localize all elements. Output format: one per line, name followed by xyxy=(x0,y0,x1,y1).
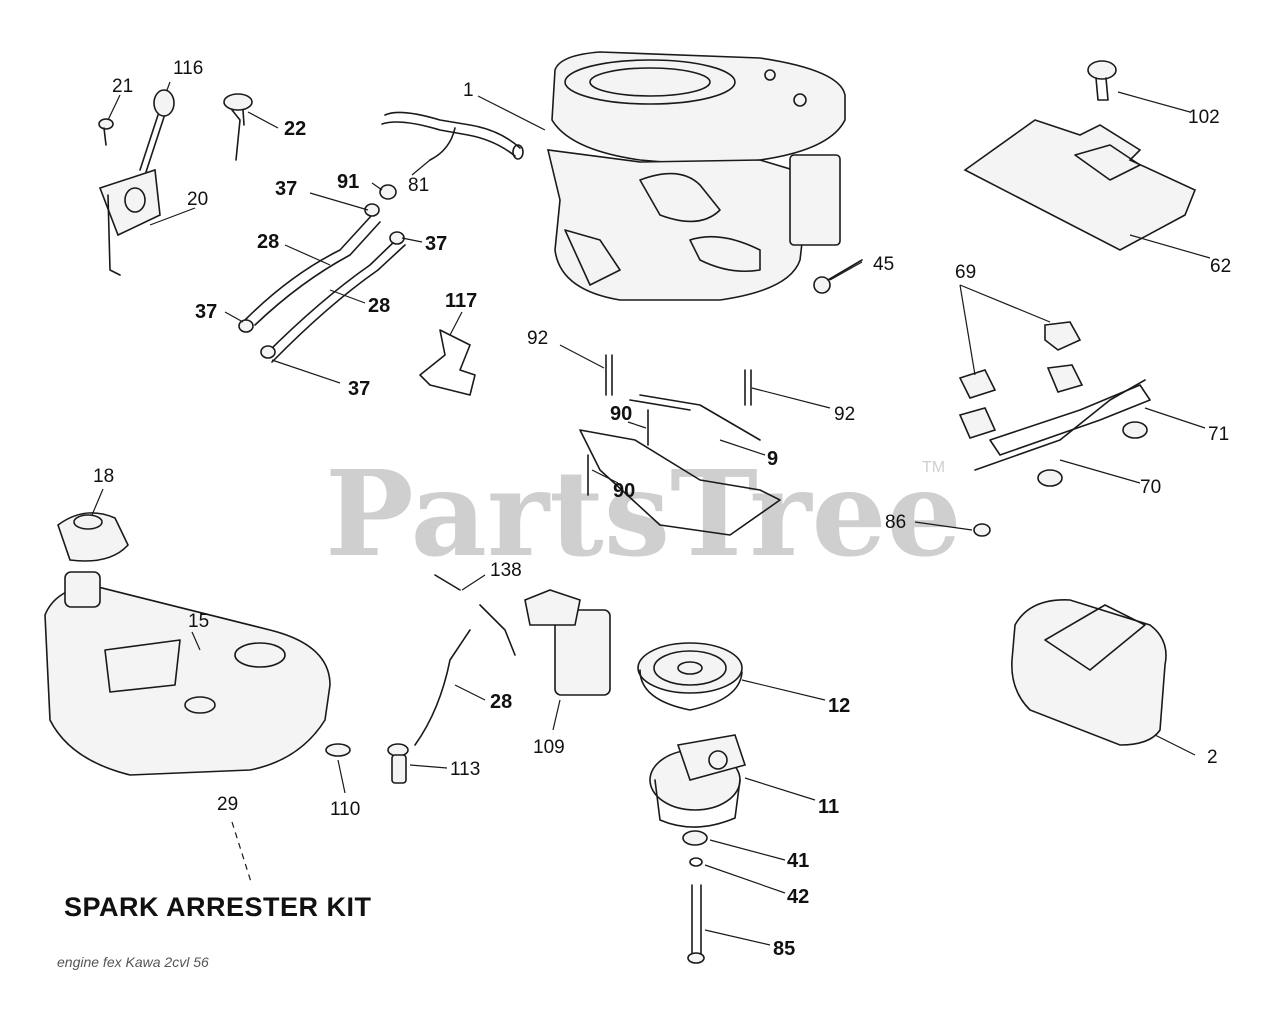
callout-109: 109 xyxy=(533,737,565,758)
hose-28-upper-part[interactable] xyxy=(244,214,381,326)
callout-102: 102 xyxy=(1188,107,1220,128)
callout-86: 86 xyxy=(885,512,906,533)
callout-2: 2 xyxy=(1207,747,1218,768)
bolt-90-parts[interactable] xyxy=(587,409,649,496)
arm-71-part[interactable] xyxy=(989,384,1151,456)
callout-91: 91 xyxy=(337,171,359,193)
callout-138: 138 xyxy=(490,560,522,581)
callout-62: 62 xyxy=(1210,256,1231,277)
callout-70: 70 xyxy=(1140,477,1161,498)
callout-9: 9 xyxy=(767,448,778,470)
callout-11: 11 xyxy=(818,796,839,818)
callout-92-right: 92 xyxy=(834,404,855,425)
callout-22: 22 xyxy=(284,118,306,140)
callout-28-upper: 28 xyxy=(257,231,279,253)
callout-90-upper: 90 xyxy=(610,403,632,425)
callout-90-lower: 90 xyxy=(613,480,635,502)
callout-37-a: 37 xyxy=(275,178,297,200)
watermark-tm: TM xyxy=(922,459,945,476)
washer-41-part[interactable] xyxy=(682,830,708,846)
clutch-11-part[interactable] xyxy=(649,734,747,828)
fitting-110-part[interactable] xyxy=(325,743,351,757)
bracket-9-part[interactable] xyxy=(579,394,781,536)
callout-37-c: 37 xyxy=(195,301,217,323)
bracket-138-part[interactable] xyxy=(434,574,516,656)
callout-116: 116 xyxy=(173,58,203,79)
callout-113: 113 xyxy=(450,759,480,780)
bushing-69-parts[interactable] xyxy=(958,321,1084,439)
spark-arrester-kit-title: SPARK ARRESTER KIT xyxy=(64,892,372,922)
callout-28-middle: 28 xyxy=(490,691,512,713)
screw-102-part[interactable] xyxy=(1087,60,1117,101)
callout-12: 12 xyxy=(828,695,850,717)
sensor-45-part[interactable] xyxy=(813,259,863,294)
callout-42: 42 xyxy=(787,886,809,908)
callout-81: 81 xyxy=(408,175,429,196)
callout-110: 110 xyxy=(330,799,360,820)
callout-117: 117 xyxy=(445,290,477,312)
engine-footnote: engine fex Kawa 2cvl 56 xyxy=(57,954,209,970)
callout-1: 1 xyxy=(463,80,474,101)
callout-37-b: 37 xyxy=(425,233,447,255)
engine-part[interactable] xyxy=(546,51,846,301)
callout-29: 29 xyxy=(217,794,238,815)
callout-92-left: 92 xyxy=(527,328,548,349)
callout-41: 41 xyxy=(787,850,809,872)
bracket-117-part[interactable] xyxy=(419,329,476,396)
bracket-20-part[interactable] xyxy=(98,168,161,276)
clamp-37-parts[interactable] xyxy=(238,203,405,359)
callout-45: 45 xyxy=(873,254,894,275)
knob-116-part[interactable] xyxy=(139,89,175,173)
callout-69: 69 xyxy=(955,262,976,283)
watermark-text: PartsTree xyxy=(325,444,962,583)
callout-labels: 1 2 9 11 12 15 18 20 21 22 28 28 28 29 3… xyxy=(93,58,1231,960)
callout-85: 85 xyxy=(773,938,795,960)
knob-22-part[interactable] xyxy=(223,93,253,161)
clamp-91-part[interactable] xyxy=(379,184,397,200)
callout-15: 15 xyxy=(188,611,209,632)
callout-18: 18 xyxy=(93,466,114,487)
bolt-92-right-part[interactable] xyxy=(744,369,752,406)
callout-28-lower: 28 xyxy=(368,295,390,317)
bolt-85-part[interactable] xyxy=(687,884,705,964)
hose-28-lower-part[interactable] xyxy=(264,237,406,363)
fuel-tank-15-part[interactable] xyxy=(44,571,331,776)
hose-28-middle-part[interactable] xyxy=(414,629,471,746)
solenoid-109-part[interactable] xyxy=(524,589,611,696)
callout-71: 71 xyxy=(1208,424,1229,445)
plate-62-part[interactable] xyxy=(963,119,1197,251)
leader-lines xyxy=(91,81,1211,946)
fuel-cap-18-part[interactable] xyxy=(57,512,129,562)
pulley-12-part[interactable] xyxy=(637,642,743,711)
callout-21: 21 xyxy=(112,76,133,97)
bolt-92-left-part[interactable] xyxy=(605,354,613,396)
valve-113-part[interactable] xyxy=(387,743,409,784)
callout-20: 20 xyxy=(187,189,208,210)
screw-21-part[interactable] xyxy=(98,118,114,146)
callout-37-d: 37 xyxy=(348,378,370,400)
washer-42-part[interactable] xyxy=(689,857,703,867)
shaft-70-part[interactable] xyxy=(974,379,1146,487)
muffler-2-part[interactable] xyxy=(1011,599,1167,746)
hose-81-part[interactable] xyxy=(381,111,524,161)
nut-86-part[interactable] xyxy=(973,523,991,537)
